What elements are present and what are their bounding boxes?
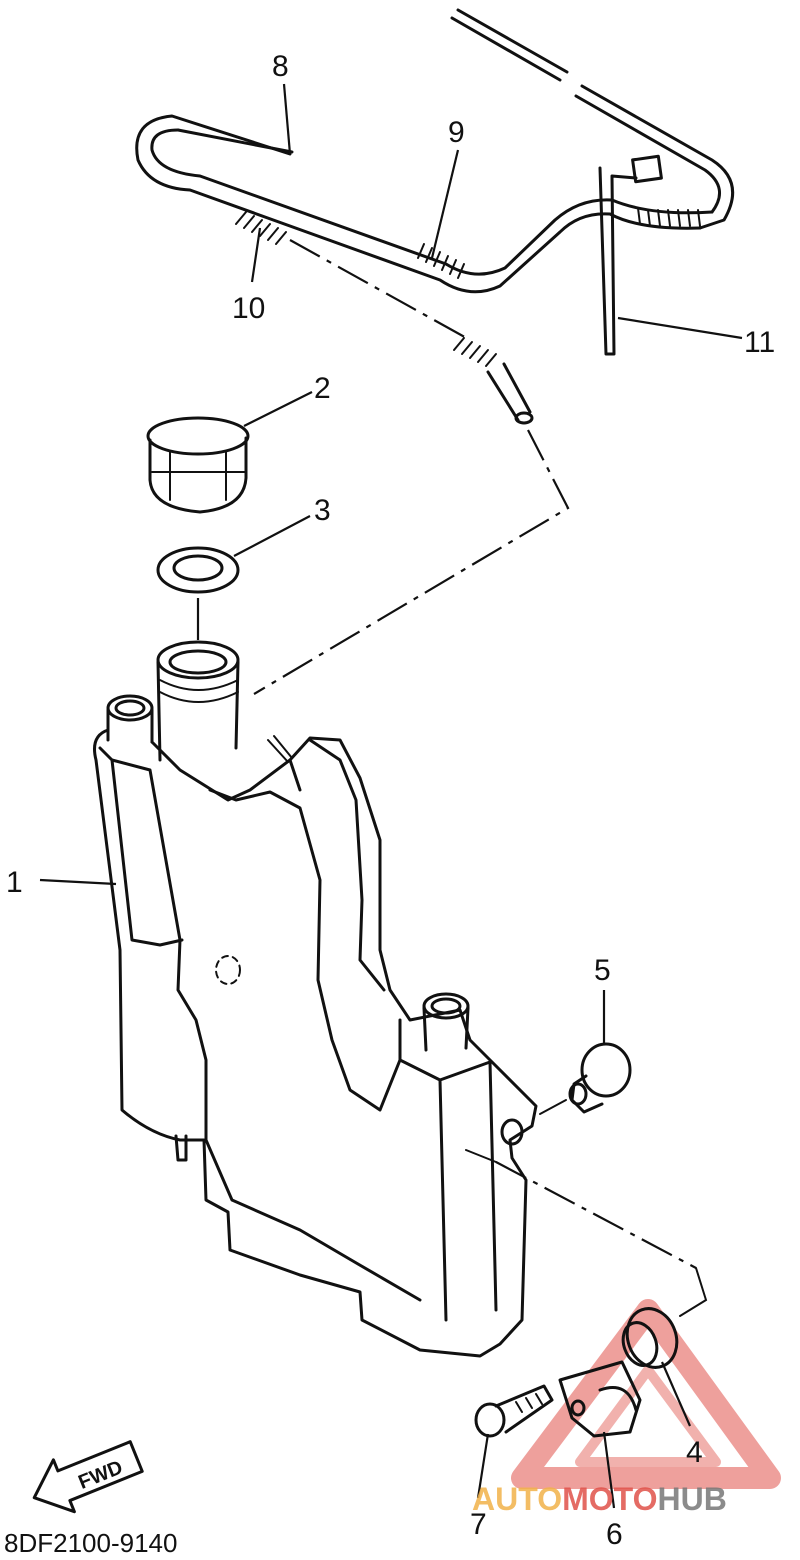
watermark-text: AUTOMOTOHUB: [472, 1481, 727, 1517]
overflow-hose-10: [289, 239, 534, 425]
assembly-lines: [196, 429, 708, 1317]
hose-holder-11: [598, 154, 663, 356]
bracket-6: [558, 1360, 642, 1438]
callout-6: 6: [606, 1518, 623, 1551]
collar-5: [568, 1042, 632, 1114]
fwd-arrow: FWD: [32, 1440, 144, 1514]
callout-8: 8: [272, 50, 289, 83]
callout-7: 7: [470, 1508, 487, 1541]
svg-text:AUTOMOTOHUB: AUTOMOTOHUB: [472, 1481, 727, 1517]
callout-11: 11: [744, 326, 775, 359]
callout-5: 5: [594, 954, 611, 987]
callout-1: 1: [6, 866, 23, 899]
callout-3: 3: [314, 494, 331, 527]
gasket-3: [156, 546, 240, 594]
leader-lines: [39, 83, 743, 1509]
watermark-part-c: HUB: [657, 1481, 726, 1517]
tank-cap-2: [146, 416, 250, 514]
spring-clip-10: [235, 211, 497, 367]
reservoir-tank-1: [93, 640, 538, 1358]
bolt-7: [474, 1384, 554, 1438]
callout-4: 4: [686, 1436, 703, 1469]
watermark-logo: [511, 1299, 781, 1489]
spring-clip-9: [417, 243, 465, 279]
spring-clip-upper: [637, 207, 701, 227]
watermark-part-a: AUTO: [472, 1481, 562, 1517]
diagram-code: 8DF2100-9140: [4, 1528, 177, 1558]
callout-labels: 1 2 3 4 5 6 7 8 9 10 11: [6, 50, 775, 1551]
callout-10: 10: [232, 292, 265, 325]
breather-hose-8: [135, 8, 734, 294]
callout-9: 9: [448, 116, 465, 149]
watermark-part-b: MOTO: [562, 1481, 657, 1517]
grommet-4: [621, 1307, 679, 1369]
callout-2: 2: [314, 372, 331, 405]
